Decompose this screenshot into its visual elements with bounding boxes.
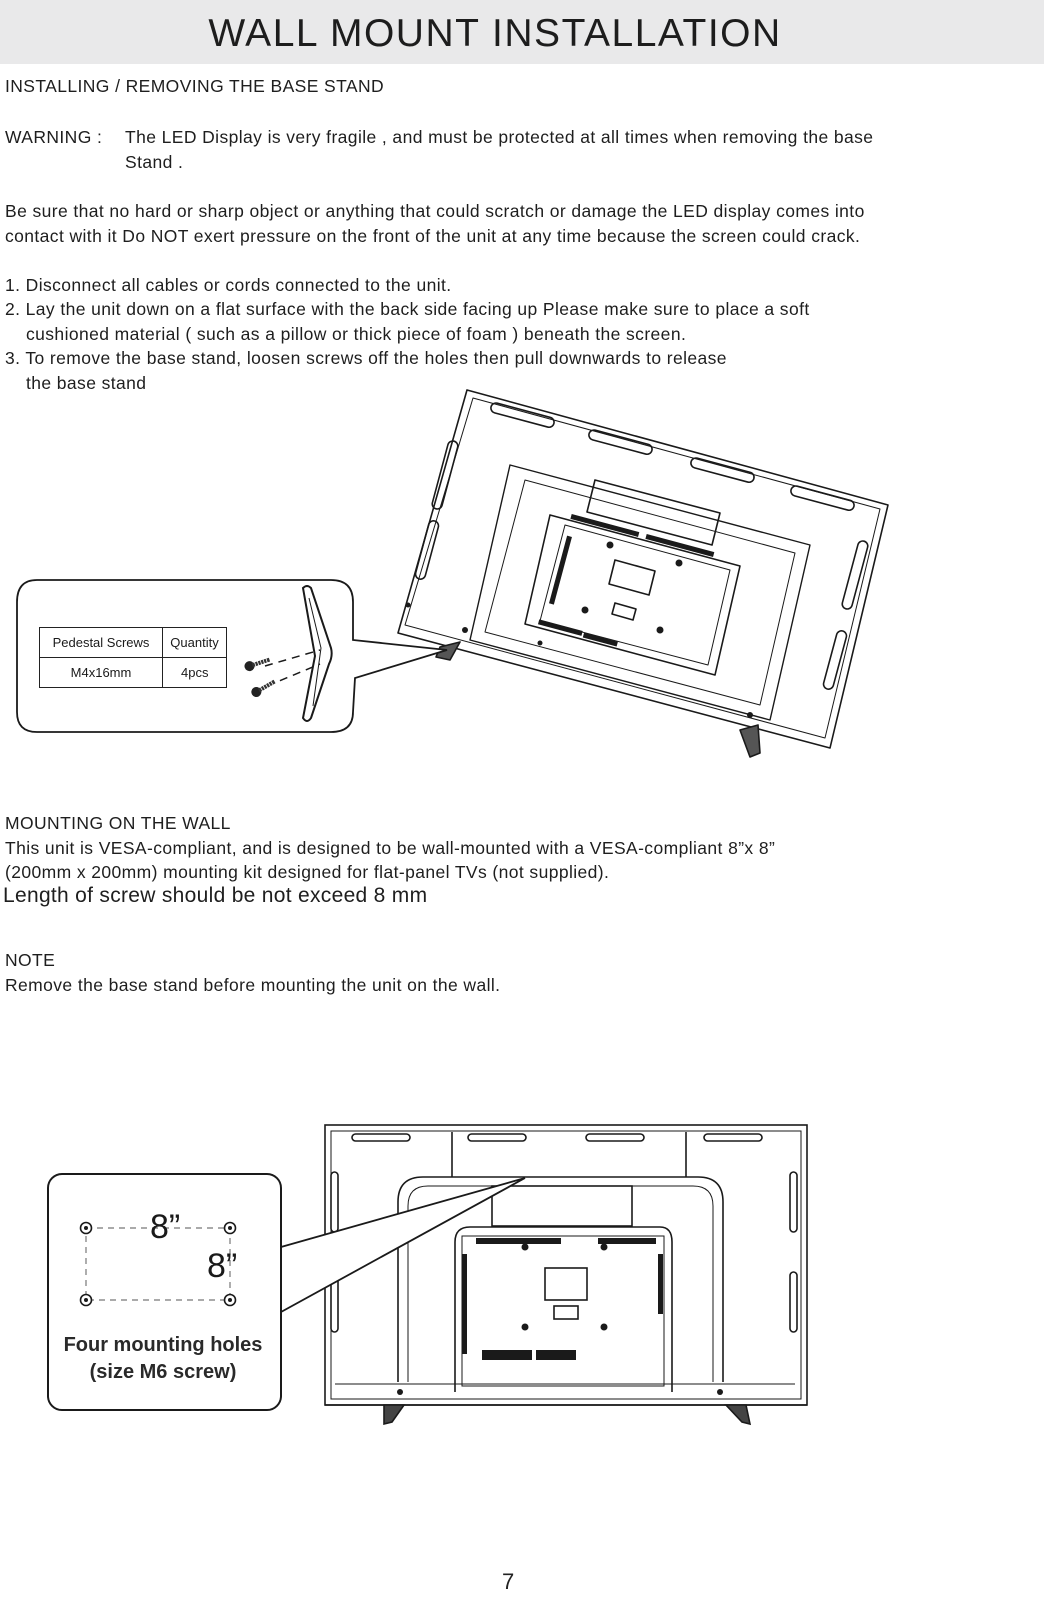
vesa-text-line1: This unit is VESA-compliant, and is desi… <box>5 838 776 858</box>
screw-size-value: M4x16mm <box>39 657 163 688</box>
caution-text-line2: contact with it Do NOT exert pressure on… <box>5 226 861 246</box>
screw-callout-frame <box>16 579 448 733</box>
table-header-pedestal-screws: Pedestal Screws <box>39 627 163 658</box>
step-2: 2. Lay the unit down on a flat surface w… <box>5 299 810 319</box>
hole-height-label: 8” <box>207 1247 237 1285</box>
section-heading-mounting: MOUNTING ON THE WALL <box>5 813 231 833</box>
table-row: Pedestal Screws Quantity <box>39 627 227 658</box>
screw-length-text: Length of screw should be not exceed 8 m… <box>3 884 428 907</box>
step-2-continued: cushioned material ( such as a pillow or… <box>26 324 687 344</box>
tv-rear-tilted-illustration <box>397 389 889 758</box>
vesa-text-line2: (200mm x 200mm) mounting kit designed fo… <box>5 862 610 882</box>
section-heading-base-stand: INSTALLING / REMOVING THE BASE STAND <box>5 76 385 96</box>
table-header-quantity: Quantity <box>162 627 227 658</box>
note-text: Remove the base stand before mounting th… <box>5 975 501 995</box>
warning-label: WARNING : <box>5 127 103 147</box>
step-3: 3. To remove the base stand, loosen scre… <box>5 348 727 368</box>
screw-icon <box>251 679 276 697</box>
tv-rear-mounting-illustration <box>324 1124 808 1426</box>
page-number: 7 <box>502 1569 515 1594</box>
warning-text-line2: Stand . <box>125 152 184 172</box>
step-3-continued: the base stand <box>26 373 147 393</box>
caution-text-line1: Be sure that no hard or sharp object or … <box>5 201 865 221</box>
mounting-hole-callout: 8” 8” Four mounting holes (size M6 screw… <box>47 1173 526 1411</box>
warning-text-line1: The LED Display is very fragile , and mu… <box>125 127 874 147</box>
page-title: WALL MOUNT INSTALLATION <box>208 12 782 55</box>
step-1: 1. Disconnect all cables or cords connec… <box>5 275 452 295</box>
hole-caption-line2: (size M6 screw) <box>90 1361 237 1383</box>
pedestal-screw-table: Pedestal Screws Quantity M4x16mm 4pcs <box>39 627 227 688</box>
screw-quantity-value: 4pcs <box>162 657 227 688</box>
hole-caption-line1: Four mounting holes <box>64 1334 263 1356</box>
title-bar <box>0 0 1044 64</box>
note-heading: NOTE <box>5 950 56 970</box>
hole-width-label: 8” <box>150 1208 180 1246</box>
screw-icon <box>244 657 271 672</box>
table-row: M4x16mm 4pcs <box>39 657 227 688</box>
